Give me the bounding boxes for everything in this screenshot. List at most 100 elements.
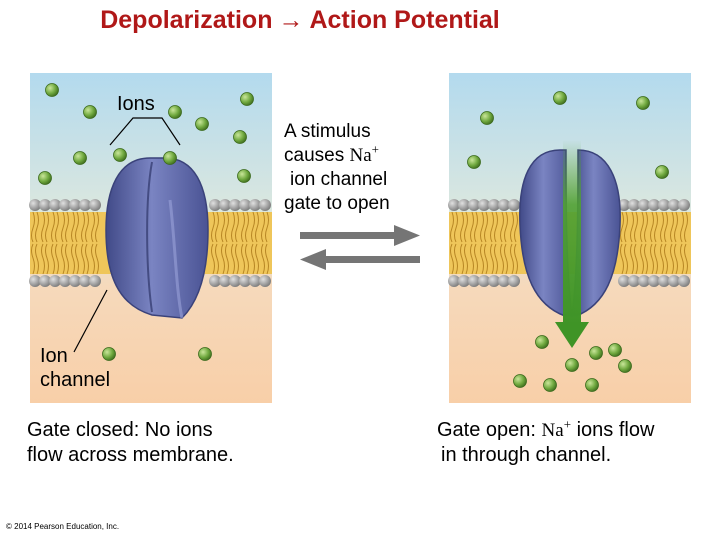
exchange-arrows-icon (300, 225, 420, 270)
lipid-head (29, 275, 41, 287)
sodium-ion-icon (535, 335, 549, 349)
sodium-ion-icon (38, 171, 52, 185)
lipid-tail (51, 211, 59, 275)
lipid-head (468, 199, 480, 211)
lipid-head (508, 199, 520, 211)
sodium-ions (38, 83, 669, 392)
title-action-potential: Action Potential (309, 6, 500, 34)
caption-left-line-1: Gate closed: No ions (27, 419, 213, 441)
sodium-ion-icon (237, 169, 251, 183)
ion-channel-label: Ion channel (40, 344, 110, 392)
lipid-head (478, 275, 490, 287)
sodium-ion-icon (83, 105, 97, 119)
caption-right-suffix: ions flow (571, 419, 655, 441)
stimulus-line-1: A stimulus (284, 121, 371, 142)
sodium-ion-icon (233, 130, 247, 144)
lipid-tail (31, 211, 39, 275)
lipid-head (628, 275, 640, 287)
ion-channel-closed (105, 157, 209, 319)
sodium-ion-icon (195, 117, 209, 131)
ion-channel-pointer-line (73, 289, 108, 353)
sodium-ion-icon (240, 92, 254, 106)
sodium-ion-icon (608, 343, 622, 357)
lipid-head (498, 275, 510, 287)
title-depolarization: Depolarization (100, 6, 273, 34)
lipid-tail (41, 211, 49, 275)
lipid-head (488, 275, 500, 287)
lipid-head (468, 275, 480, 287)
caption-right-line-1: Gate open: Na+ ions flow (437, 418, 654, 443)
lipid-tail (221, 211, 229, 275)
lipid-tail (81, 211, 89, 275)
lipid-head (79, 275, 91, 287)
sodium-ion-icon (480, 111, 494, 125)
lipid-tail (650, 211, 658, 275)
ions-pointer-lines (109, 117, 181, 146)
lipid-tail (620, 211, 628, 275)
lipid-tail (261, 211, 269, 275)
lipid-head (678, 275, 690, 287)
lipid-head (49, 275, 61, 287)
stimulus-line-3: ion channel (290, 169, 388, 190)
lipid-tail (630, 211, 638, 275)
na-text: Na (349, 145, 372, 166)
sodium-ion-icon (585, 378, 599, 392)
copyright-notice: © 2014 Pearson Education, Inc. (6, 522, 120, 531)
lipid-tail (480, 211, 488, 275)
lipid-head (209, 275, 221, 287)
lipid-head (648, 275, 660, 287)
caption-gate-closed: Gate closed: No ions flow across membran… (27, 418, 234, 468)
caption-sodium-symbol: Na+ (542, 418, 572, 441)
sodium-symbol: Na+ (349, 141, 379, 166)
na-charge: + (371, 141, 379, 157)
lipid-head (39, 199, 51, 211)
lipid-head (49, 199, 61, 211)
sodium-ion-icon (655, 165, 669, 179)
lipid-head (668, 275, 680, 287)
lipid-tail (211, 211, 219, 275)
lipid-head (29, 199, 41, 211)
lipid-head (79, 199, 91, 211)
sodium-ion-icon (168, 105, 182, 119)
lipid-head (209, 199, 221, 211)
sodium-ion-icon (45, 83, 59, 97)
lipid-tail (670, 211, 678, 275)
stimulus-causes: causes (284, 145, 350, 166)
lipid-head (678, 199, 690, 211)
lipid-head (239, 275, 251, 287)
lipid-head (478, 199, 490, 211)
sodium-ion-icon (102, 347, 116, 361)
lipid-tail (490, 211, 498, 275)
lipid-head (229, 199, 241, 211)
lipid-head (249, 199, 261, 211)
lipid-head (648, 199, 660, 211)
ion-channel-label-line-2: channel (40, 369, 111, 391)
caption-right-prefix: Gate open: (437, 419, 542, 441)
lipid-tail (500, 211, 508, 275)
lipid-tail (241, 211, 249, 275)
sodium-ion-icon (198, 347, 212, 361)
lipid-head (448, 275, 460, 287)
arrow-right-icon: → (278, 6, 304, 34)
sodium-ion-icon (113, 148, 127, 162)
lipid-head (458, 275, 470, 287)
lipid-head (89, 275, 101, 287)
lipid-head (618, 199, 630, 211)
lipid-tail (251, 211, 259, 275)
ions-label: Ions (117, 93, 155, 115)
lipid-head (658, 275, 670, 287)
sodium-ion-icon (565, 358, 579, 372)
sodium-ion-icon (513, 374, 527, 388)
caption-right-line-2: in through channel. (441, 444, 612, 466)
lipid-head (628, 199, 640, 211)
lipid-head (89, 199, 101, 211)
lipid-tail (460, 211, 468, 275)
lipid-head (638, 199, 650, 211)
lipid-head (498, 199, 510, 211)
sodium-ion-icon (553, 91, 567, 105)
page-title: Depolarization→Action Potential (0, 6, 600, 35)
caption-left-line-2: flow across membrane. (27, 444, 234, 466)
sodium-ion-icon (467, 155, 481, 169)
stimulus-description: A stimulus causes Na+ ion channel gate t… (284, 120, 390, 216)
